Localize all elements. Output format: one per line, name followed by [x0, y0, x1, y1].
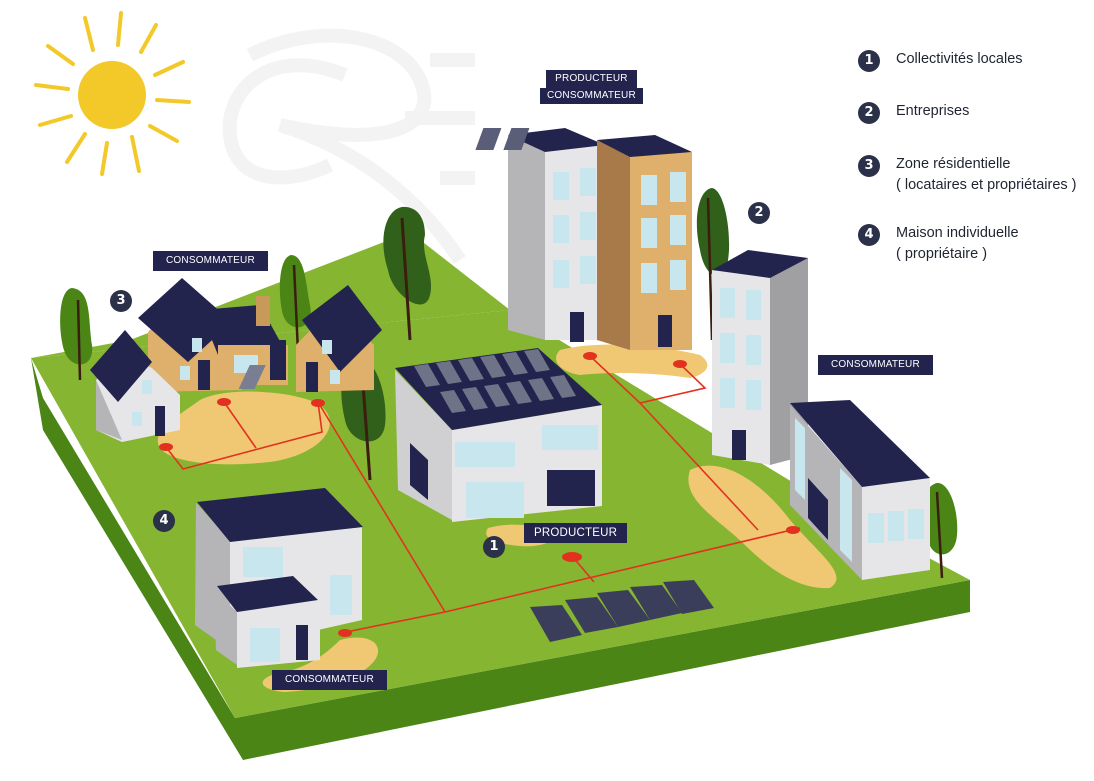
legend-sublabel: ( propriétaire ): [896, 246, 988, 262]
marker-3: 3: [110, 290, 132, 312]
individual-house: [195, 488, 363, 668]
trees: [60, 188, 958, 579]
sun-icon: [34, 11, 191, 176]
legend-number: 4: [858, 224, 880, 246]
residential-consumer-tag: CONSOMMATEUR: [153, 251, 268, 271]
energy-network-lines: [165, 355, 801, 633]
legend-sublabel: ( locataires et propriétaires ): [896, 177, 1077, 193]
public-producer-tag: PRODUCTEUR: [524, 523, 628, 543]
legend-item-collectivites: 1 Collectivités locales: [858, 50, 1023, 72]
producer-consumer-tag: PRODUCTEUR CONSOMMATEUR: [540, 70, 643, 104]
legend-label: Entreprises: [896, 103, 970, 119]
marker-1: 1: [483, 536, 505, 558]
legend-label: Maison individuelle: [896, 225, 1019, 241]
cre-logo-watermark: [222, 28, 475, 264]
legend-label: Collectivités locales: [896, 51, 1023, 67]
legend-item-entreprises: 2 Entreprises: [858, 102, 969, 124]
tree-icon: [60, 288, 93, 381]
low-office-building: [790, 400, 930, 580]
legend-item-zone-residentielle: 3 Zone résidentielle ( locataires et pro…: [858, 155, 1077, 196]
network-nodes: [159, 352, 800, 637]
legend-number: 1: [858, 50, 880, 72]
apartment-buildings: [475, 128, 692, 350]
house-consumer-tag: CONSOMMATEUR: [272, 670, 387, 690]
tree-icon: [696, 188, 730, 341]
marker-4: 4: [153, 510, 175, 532]
office-consumer-tag: CONSOMMATEUR: [818, 355, 933, 375]
tree-icon: [383, 206, 432, 341]
tag-producteur: PRODUCTEUR: [546, 70, 637, 88]
tree-icon: [923, 482, 958, 579]
legend-item-maison-individuelle: 4 Maison individuelle ( propriétaire ): [858, 224, 1019, 265]
tree-icon: [279, 255, 311, 353]
public-building: [238, 348, 602, 522]
legend-number: 2: [858, 102, 880, 124]
ground-solar-panels: [530, 580, 714, 642]
marker-2: 2: [748, 202, 770, 224]
office-tower: [712, 250, 808, 465]
tag-consommateur: CONSOMMATEUR: [540, 88, 643, 104]
roof-solar-panels: [238, 365, 266, 389]
legend-number: 3: [858, 155, 880, 177]
legend-label: Zone résidentielle: [896, 156, 1011, 172]
